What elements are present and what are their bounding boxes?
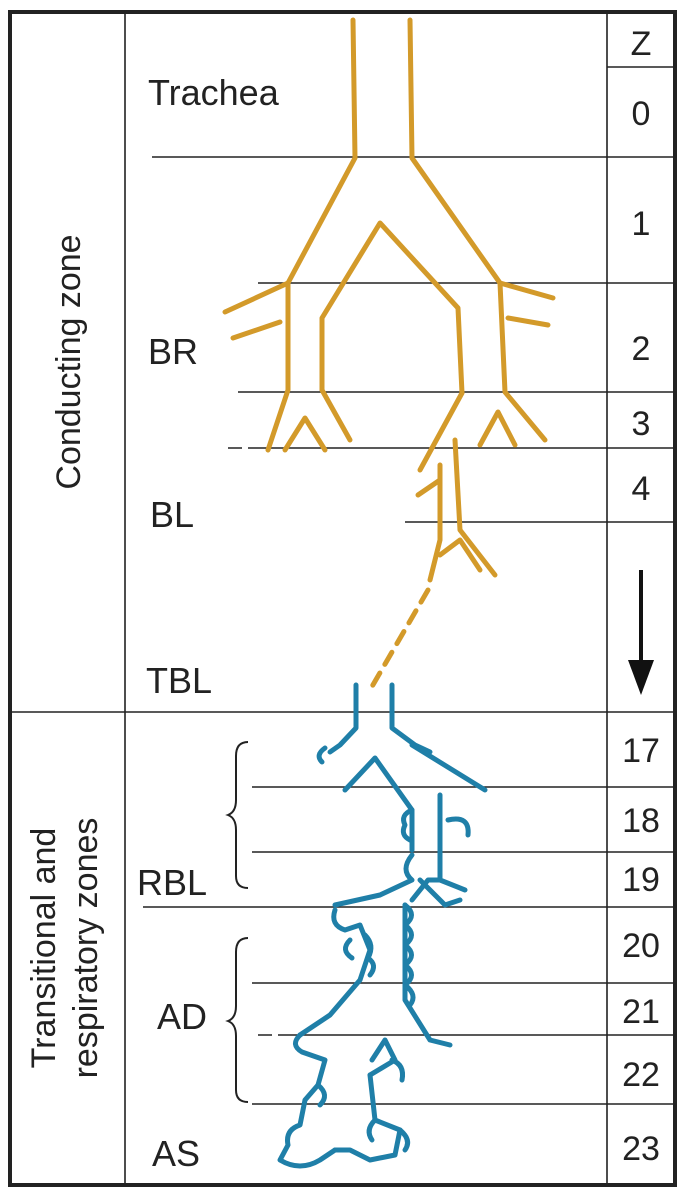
generation-18: 18 (622, 802, 660, 840)
generation-17: 17 (622, 732, 660, 770)
generation-3: 3 (632, 405, 651, 443)
alveolar-sacs-label: AS (152, 1133, 200, 1174)
respiratory-airway-tree (277, 682, 488, 1169)
generation-22: 22 (622, 1056, 660, 1094)
ad-brace (225, 937, 249, 1103)
respiratory-zone-label-line1: Transitional and (25, 828, 63, 1069)
rbl-brace (225, 741, 249, 889)
conducting-zone-label: Conducting zone (50, 234, 88, 489)
outer-frame (8, 10, 677, 1187)
respiratory-zone-label-line2: respiratory zones (67, 818, 105, 1079)
conducting-airway-tree (222, 17, 556, 693)
bronchi-label: BR (148, 331, 198, 372)
z-column: Z 0 1 2 3 4 17 18 19 20 21 22 23 (622, 25, 660, 1168)
z-header: Z (631, 25, 652, 63)
trachea-label: Trachea (148, 72, 280, 113)
generation-2: 2 (632, 330, 651, 368)
generation-21: 21 (622, 993, 660, 1031)
alveolar-ducts-label: AD (157, 996, 207, 1037)
respiratory-bronchioles-label: RBL (137, 862, 207, 903)
bronchioles-label: BL (150, 494, 194, 535)
generations-arrow-head (628, 660, 654, 695)
generation-23: 23 (622, 1130, 660, 1168)
generation-19: 19 (622, 861, 660, 899)
generation-1: 1 (632, 205, 651, 243)
terminal-bronchioles-label: TBL (146, 660, 212, 701)
generation-4: 4 (632, 470, 651, 508)
generation-20: 20 (622, 927, 660, 965)
generation-0: 0 (632, 95, 651, 133)
